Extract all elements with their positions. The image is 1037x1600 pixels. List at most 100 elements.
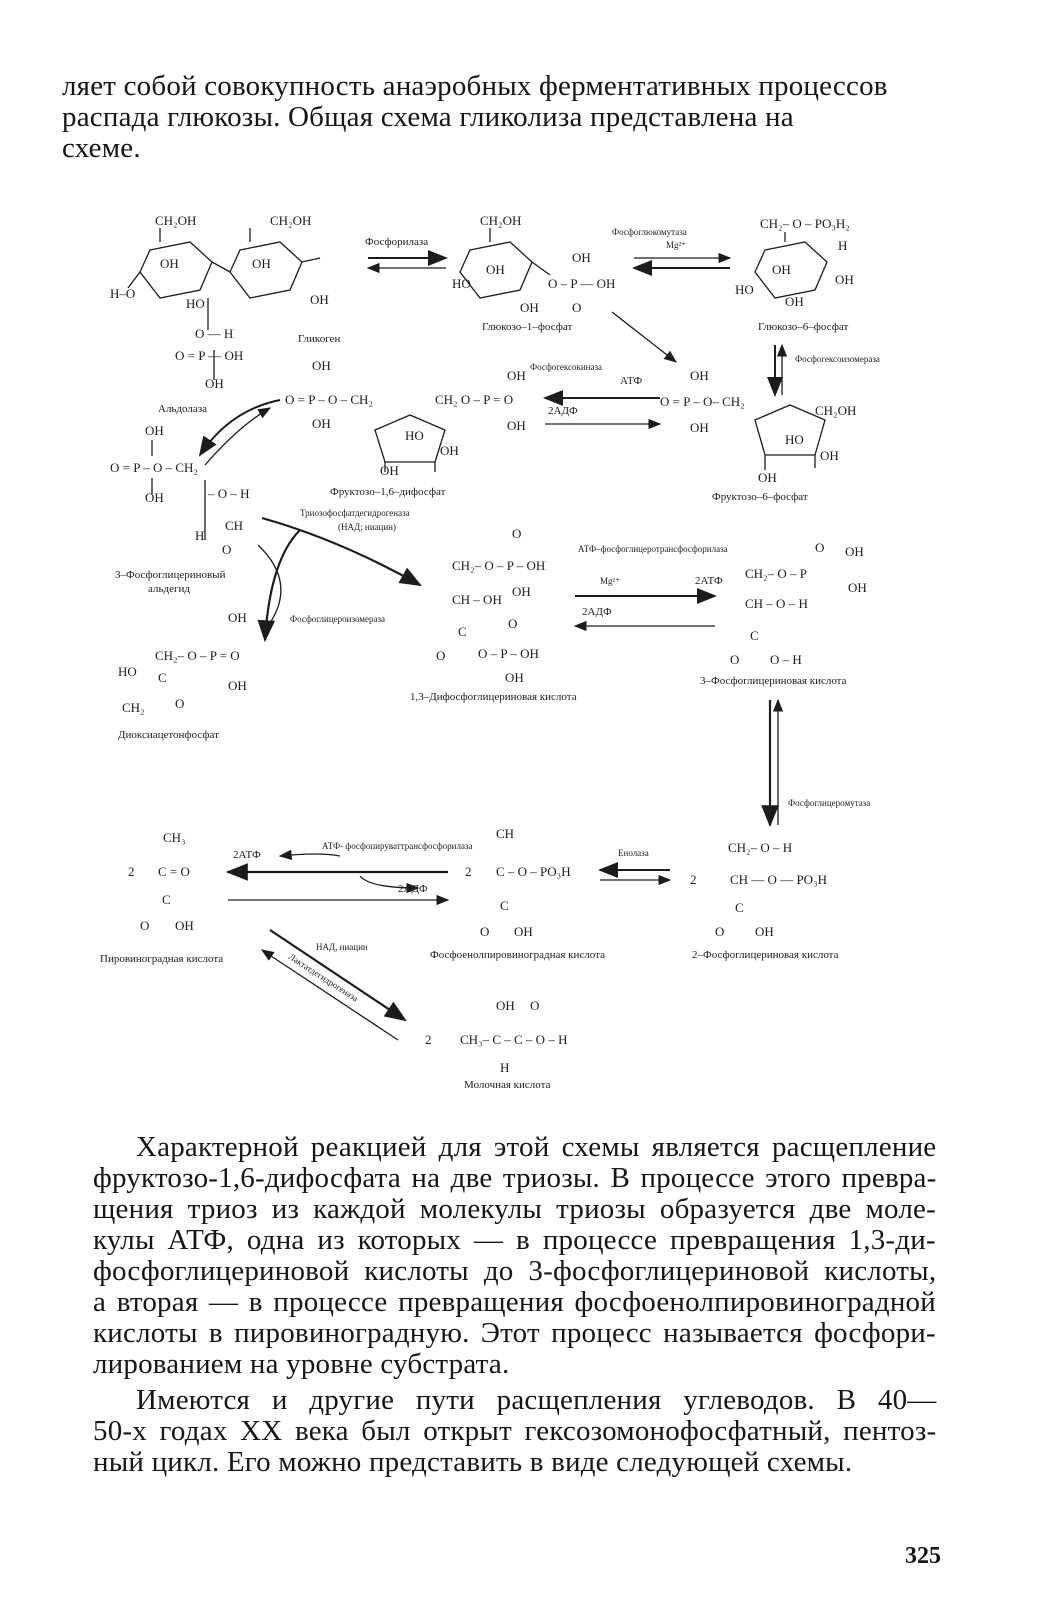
svg-text:CH₂OH: CH₂OH [270, 213, 311, 228]
svg-text:CH₂ O – P = O: CH₂ O – P = O [435, 392, 513, 407]
svg-text:OH: OH [228, 610, 247, 625]
adp-hexokinase: 2АДФ [548, 405, 578, 417]
pyruvate-label: Пировиноградная кислота [100, 953, 223, 965]
body-line-9: Имеются и другие пути расщепления углево… [136, 1384, 937, 1416]
svg-text:OH: OH [175, 918, 194, 933]
svg-text:O: O [508, 616, 517, 631]
enzyme-pk: АТФ- фосфопируват­трансфосфорилаза [322, 841, 473, 851]
f16bp-structure [374, 414, 446, 472]
svg-text:OH: OH [496, 998, 515, 1013]
mg-ion-pgk: Mg²⁺ [600, 576, 620, 586]
bpg-label: 1,3–Дифосфоглицериновая кислота [410, 691, 577, 703]
body-line-1: Характерной реакцией для этой схемы явля… [136, 1131, 937, 1163]
svg-text:CH — O — PO₃H: CH — O — PO₃H [730, 872, 827, 887]
svg-text:C: C [500, 898, 509, 913]
intro-line-1: ляет собой совокупность анаэробных ферме… [62, 70, 888, 102]
atp2-pk: 2АТФ [233, 849, 261, 861]
intro-line-2: распада глюкозы. Общая схема гликолиза п… [62, 101, 794, 133]
svg-text:O: O [530, 998, 539, 1013]
nad-niacin: НАД, ниацин [316, 942, 368, 952]
svg-text:альдегид: альдегид [148, 583, 190, 595]
adp2-pk: 2АДФ [398, 883, 428, 895]
atp-hexokinase: АТФ [620, 375, 642, 387]
body-line-11: ный цикл. Его можно представить в виде с… [93, 1446, 853, 1478]
svg-text:C: C [735, 900, 744, 915]
enzyme-isomerase: Фосфогексоизомераза [795, 354, 880, 364]
svg-text:C – O – PO₃H: C – O – PO₃H [496, 864, 571, 879]
svg-text:C: C [750, 628, 759, 643]
svg-text:C = O: C = O [158, 864, 190, 879]
svg-text:OH: OH [848, 580, 867, 595]
svg-text:CH – OH: CH – OH [452, 592, 502, 607]
svg-text:O: O [140, 918, 149, 933]
svg-text:OH: OH [755, 924, 774, 939]
svg-text:OH: OH [572, 250, 591, 265]
intro-line-3: схеме. [62, 132, 141, 164]
svg-text:HO: HO [785, 432, 804, 447]
svg-text:CH: CH [496, 826, 514, 841]
f6p-label: Фруктозо–6–фосфат [712, 491, 808, 503]
glycogen-label: Гликоген [298, 333, 340, 345]
svg-text:OH: OH [145, 490, 164, 505]
svg-text:OH: OH [160, 256, 179, 271]
enzyme-phosphorylase: Фосфорилаза [365, 236, 428, 248]
svg-text:O = P – O – CH₂: O = P – O – CH₂ [285, 392, 373, 407]
mg-ion: Mg²⁺ [666, 240, 686, 250]
svg-text:OH: OH [758, 470, 777, 485]
pg2-label: 2–Фосфоглицериновая кислота [692, 949, 839, 961]
adp2-pgk: 2АДФ [582, 606, 612, 618]
svg-text:3–Фосфоглицериновый: 3–Фосфоглицериновый [115, 569, 226, 581]
svg-text:CH₂– O – P – OH: CH₂– O – P – OH [452, 558, 545, 573]
enzyme-pgm: Фосфоглицеромутаза [788, 798, 870, 808]
svg-text:O = P – O– CH₂: O = P – O– CH₂ [660, 394, 745, 409]
svg-text:HO: HO [118, 664, 137, 679]
enzyme-pgk: АТФ–фосфоглицеро­трансфосфорилаза [578, 544, 728, 554]
svg-text:O – P — OH: O – P — OH [548, 276, 615, 291]
svg-text:OH: OH [312, 416, 331, 431]
svg-text:CH₂: CH₂ [122, 700, 145, 715]
glycogen-structure [127, 228, 321, 380]
svg-text:– O – H: – O – H [207, 486, 250, 501]
body-line-2: фруктозо-1,6-дифосфата на две триозы. В … [93, 1162, 937, 1194]
svg-text:CH₂OH: CH₂OH [480, 213, 521, 228]
svg-text:O – H: O – H [770, 652, 802, 667]
svg-text:OH: OH [228, 678, 247, 693]
svg-text:OH: OH [252, 256, 271, 271]
dhap-label: Диоксиацетонфосфат [118, 729, 219, 741]
svg-text:CH₃: CH₃ [163, 830, 186, 845]
svg-text:HO: HO [735, 282, 754, 297]
enzyme-gapdh: Триозофосфатдегидрогеназа [300, 508, 410, 518]
svg-text:CH₂– O – H: CH₂– O – H [728, 840, 792, 855]
svg-text:OH: OH [512, 584, 531, 599]
g6p-structure [754, 232, 828, 299]
svg-text:OH: OH [312, 358, 331, 373]
svg-text:OH: OH [205, 376, 224, 391]
svg-text:OH: OH [690, 368, 709, 383]
enzyme-ldh: Лактатдегидрогеназа [287, 951, 360, 1003]
pep-label: Фосфоенолпировиноградная кислота [430, 949, 605, 961]
body-line-3: щения триоз из каждой молекулы триозы об… [93, 1193, 936, 1225]
svg-text:O: O [175, 696, 184, 711]
svg-text:CH₂OH: CH₂OH [815, 403, 856, 418]
body-line-10: 50-х годах XX века был открыт гексозомон… [93, 1415, 937, 1447]
svg-text:O = P — OH: O = P — OH [175, 348, 243, 363]
enzyme-hexokinase: Фосфогексокиназа [530, 362, 602, 372]
svg-text:HO: HO [405, 428, 424, 443]
enzyme-phosphoglucomutase: Фосфоглюкомутаза [612, 227, 687, 237]
gapdh-cofactor: (НАД; ниацин) [338, 522, 396, 532]
svg-text:OH: OH [310, 292, 329, 307]
svg-text:OH: OH [690, 420, 709, 435]
g1p-structure [459, 228, 551, 299]
atp2-pgk: 2АТФ [695, 575, 723, 587]
f6p-structure [754, 404, 826, 470]
svg-text:OH: OH [845, 544, 864, 559]
body-line-5: фосфоглицериновой кислоты до 3-фосфоглиц… [93, 1255, 937, 1287]
svg-text:C: C [162, 892, 171, 907]
svg-text:C: C [458, 624, 467, 639]
svg-text:OH: OH [514, 924, 533, 939]
svg-text:H: H [195, 528, 204, 543]
svg-text:O: O [436, 648, 445, 663]
svg-text:O – P – OH: O – P – OH [478, 646, 539, 661]
gap-structure [151, 440, 206, 540]
